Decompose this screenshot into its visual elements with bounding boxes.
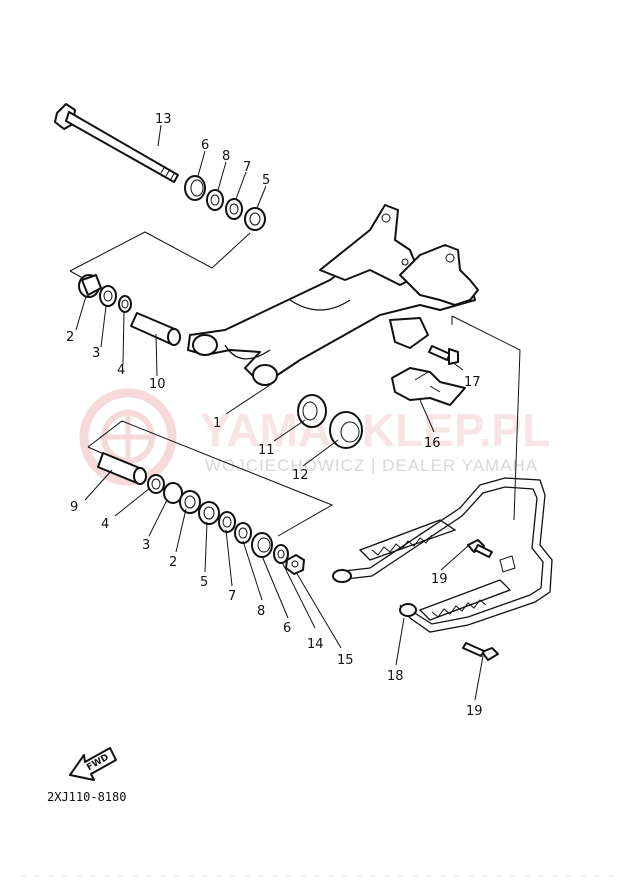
label-5-lower: 5	[200, 575, 208, 590]
label-19-upper: 19	[431, 572, 448, 587]
label-7-lower: 7	[228, 589, 236, 604]
label-16: 16	[424, 436, 441, 451]
watermark-logo	[79, 388, 177, 486]
label-19-lower: 19	[466, 704, 483, 719]
label-6-lower: 6	[283, 621, 291, 636]
part-17-bolt	[428, 345, 459, 365]
label-8-upper: 8	[222, 149, 230, 164]
lower-bushing-set	[97, 452, 305, 575]
label-3-lower: 3	[142, 538, 150, 553]
label-3-upper: 3	[92, 346, 100, 361]
label-4-lower: 4	[101, 517, 109, 532]
label-2-lower: 2	[169, 555, 177, 570]
label-17: 17	[464, 375, 481, 390]
label-13: 13	[155, 112, 172, 127]
fwd-arrow-icon: FWD	[69, 747, 117, 781]
upper-left-bushings	[78, 274, 181, 346]
watermark-subtitle: WOJCIECHOWICZ | DEALER YAMAHA	[205, 456, 538, 475]
label-7-upper: 7	[243, 160, 251, 175]
label-8-lower: 8	[257, 604, 265, 619]
part-19-bolt-lower	[462, 642, 499, 661]
label-15: 15	[337, 653, 354, 668]
label-18: 18	[387, 669, 404, 684]
part-18-footrest-guard	[332, 477, 553, 633]
label-2-upper: 2	[66, 330, 74, 345]
label-11: 11	[258, 443, 275, 458]
label-5-upper: 5	[262, 173, 270, 188]
label-6-upper: 6	[201, 138, 209, 153]
label-12: 12	[292, 468, 309, 483]
upper-washer-set	[184, 175, 266, 231]
part-19-bolt-upper	[467, 539, 493, 558]
parts-11-12-seals	[297, 394, 363, 449]
label-14: 14	[307, 637, 324, 652]
label-10: 10	[149, 377, 166, 392]
part-labels: 13 6 8 7 5 2 3 4 10 1 11 12 16 17 9 4 3 …	[66, 112, 483, 719]
watermark: YAMASKLEP.PL WOJCIECHOWICZ | DEALER YAMA…	[79, 388, 550, 486]
part-13-pivot-bolt	[54, 103, 179, 183]
label-9: 9	[70, 500, 78, 515]
diagram-code: 2XJ110-8180	[47, 790, 126, 804]
watermark-brand: YAMASKLEP.PL	[200, 404, 550, 456]
part-1-swingarm	[187, 204, 479, 386]
part-16-chain-slider	[391, 367, 466, 406]
leader-lines	[75, 124, 484, 701]
label-1: 1	[213, 416, 221, 431]
label-4-upper: 4	[117, 363, 125, 378]
